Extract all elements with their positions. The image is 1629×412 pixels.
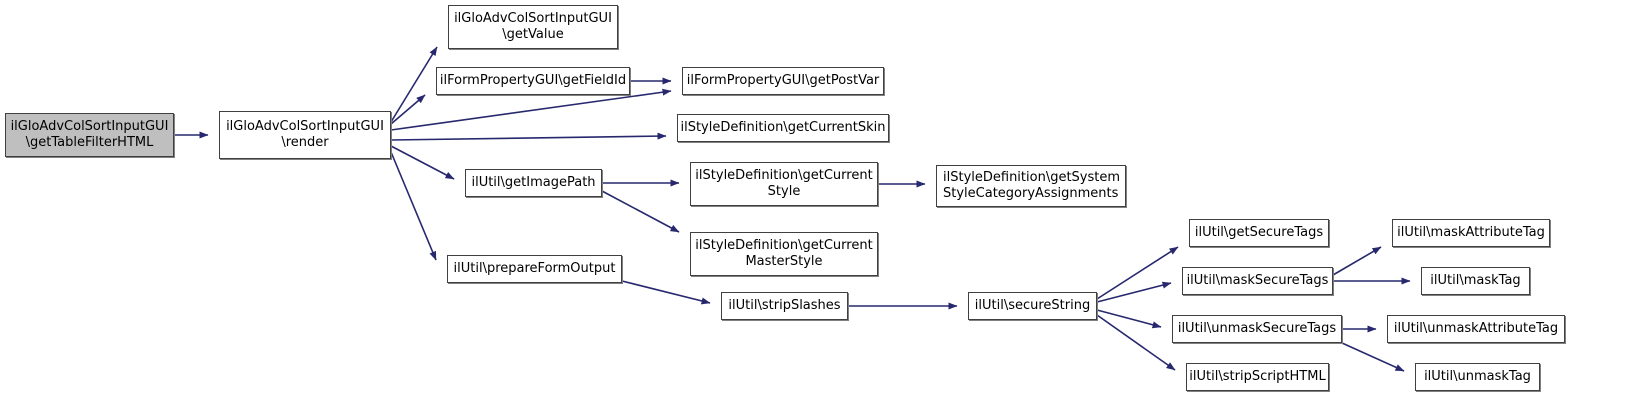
graph-node-label: ilFormPropertyGUI\getFieldId bbox=[439, 73, 627, 88]
graph-node-label: ilUtil\getSecureTags bbox=[1194, 225, 1324, 240]
graph-node-n19[interactable]: ilUtil\maskTag bbox=[1421, 267, 1530, 295]
edge-n11-to-n12 bbox=[621, 280, 711, 305]
graph-node-label: ilUtil\getImagePath bbox=[471, 175, 596, 190]
edge-n2-to-n11 bbox=[390, 151, 437, 261]
edge-n2-to-n9 bbox=[390, 145, 455, 180]
graph-node-label: ilGloAdvColSortInputGUI \render bbox=[226, 119, 384, 150]
edge-n2-to-n4 bbox=[390, 94, 426, 125]
edge-n13-to-n14 bbox=[1096, 246, 1179, 300]
graph-node-n9[interactable]: ilUtil\getImagePath bbox=[465, 169, 602, 197]
graph-node-n21[interactable]: ilUtil\unmaskTag bbox=[1415, 363, 1540, 391]
graph-node-n18[interactable]: ilUtil\maskAttributeTag bbox=[1392, 219, 1550, 247]
edge-n13-to-n16 bbox=[1096, 309, 1162, 329]
edge-n15-to-n18 bbox=[1332, 246, 1382, 276]
graph-node-label: ilStyleDefinition\getCurrentSkin bbox=[680, 120, 886, 135]
graph-node-n8[interactable]: ilStyleDefinition\getSystem StyleCategor… bbox=[936, 165, 1126, 207]
graph-node-label: ilUtil\maskTag bbox=[1430, 273, 1521, 288]
graph-node-label: ilUtil\unmaskTag bbox=[1424, 369, 1531, 384]
graph-node-n16[interactable]: ilUtil\unmaskSecureTags bbox=[1172, 315, 1342, 343]
graph-node-label: ilStyleDefinition\getSystem StyleCategor… bbox=[943, 170, 1121, 201]
edge-n2-to-n6 bbox=[390, 132, 667, 141]
graph-node-n14[interactable]: ilUtil\getSecureTags bbox=[1189, 219, 1329, 247]
graph-node-n17[interactable]: ilUtil\stripScriptHTML bbox=[1186, 363, 1329, 391]
graph-node-label: ilUtil\secureString bbox=[974, 298, 1091, 313]
graph-node-n2[interactable]: ilGloAdvColSortInputGUI \render bbox=[219, 111, 391, 159]
graph-node-label: ilGloAdvColSortInputGUI \getValue bbox=[454, 11, 612, 42]
graph-node-n15[interactable]: ilUtil\maskSecureTags bbox=[1182, 267, 1333, 295]
edge-n13-to-n17 bbox=[1096, 314, 1176, 371]
graph-node-n10[interactable]: ilStyleDefinition\getCurrent MasterStyle bbox=[690, 232, 878, 276]
edge-n13-to-n15 bbox=[1096, 281, 1172, 303]
edge-n2-to-n3 bbox=[390, 46, 438, 123]
graph-node-n11[interactable]: ilUtil\prepareFormOutput bbox=[447, 255, 622, 283]
graph-node-label: ilUtil\prepareFormOutput bbox=[453, 261, 616, 276]
graph-node-n6[interactable]: ilStyleDefinition\getCurrentSkin bbox=[677, 114, 889, 142]
graph-node-label: ilUtil\maskAttributeTag bbox=[1397, 225, 1545, 240]
graph-node-label: ilUtil\maskSecureTags bbox=[1186, 273, 1329, 288]
graph-node-label: ilUtil\unmaskSecureTags bbox=[1177, 321, 1337, 336]
graph-node-n1[interactable]: ilGloAdvColSortInputGUI \getTableFilterH… bbox=[5, 113, 174, 157]
graph-node-n5[interactable]: ilFormPropertyGUI\getPostVar bbox=[682, 67, 884, 95]
graph-node-n13[interactable]: ilUtil\secureString bbox=[968, 292, 1097, 320]
graph-node-label: ilStyleDefinition\getCurrent MasterStyle bbox=[695, 238, 873, 269]
graph-node-label: ilStyleDefinition\getCurrent Style bbox=[695, 168, 873, 199]
graph-node-n3[interactable]: ilGloAdvColSortInputGUI \getValue bbox=[448, 5, 618, 49]
edge-n2-to-n5 bbox=[390, 88, 672, 131]
graph-node-n12[interactable]: ilUtil\stripSlashes bbox=[721, 292, 848, 320]
graph-node-label: ilUtil\stripSlashes bbox=[728, 298, 841, 313]
graph-node-n20[interactable]: ilUtil\unmaskAttributeTag bbox=[1387, 315, 1565, 343]
graph-node-label: ilUtil\unmaskAttributeTag bbox=[1393, 321, 1559, 336]
graph-node-label: ilFormPropertyGUI\getPostVar bbox=[686, 73, 880, 88]
edge-n16-to-n21 bbox=[1341, 342, 1405, 372]
graph-node-label: ilUtil\stripScriptHTML bbox=[1189, 369, 1326, 384]
graph-node-n7[interactable]: ilStyleDefinition\getCurrent Style bbox=[690, 162, 878, 206]
graph-node-n4[interactable]: ilFormPropertyGUI\getFieldId bbox=[436, 67, 630, 95]
edge-n9-to-n10 bbox=[601, 190, 680, 233]
graph-node-label: ilGloAdvColSortInputGUI \getTableFilterH… bbox=[10, 119, 169, 150]
